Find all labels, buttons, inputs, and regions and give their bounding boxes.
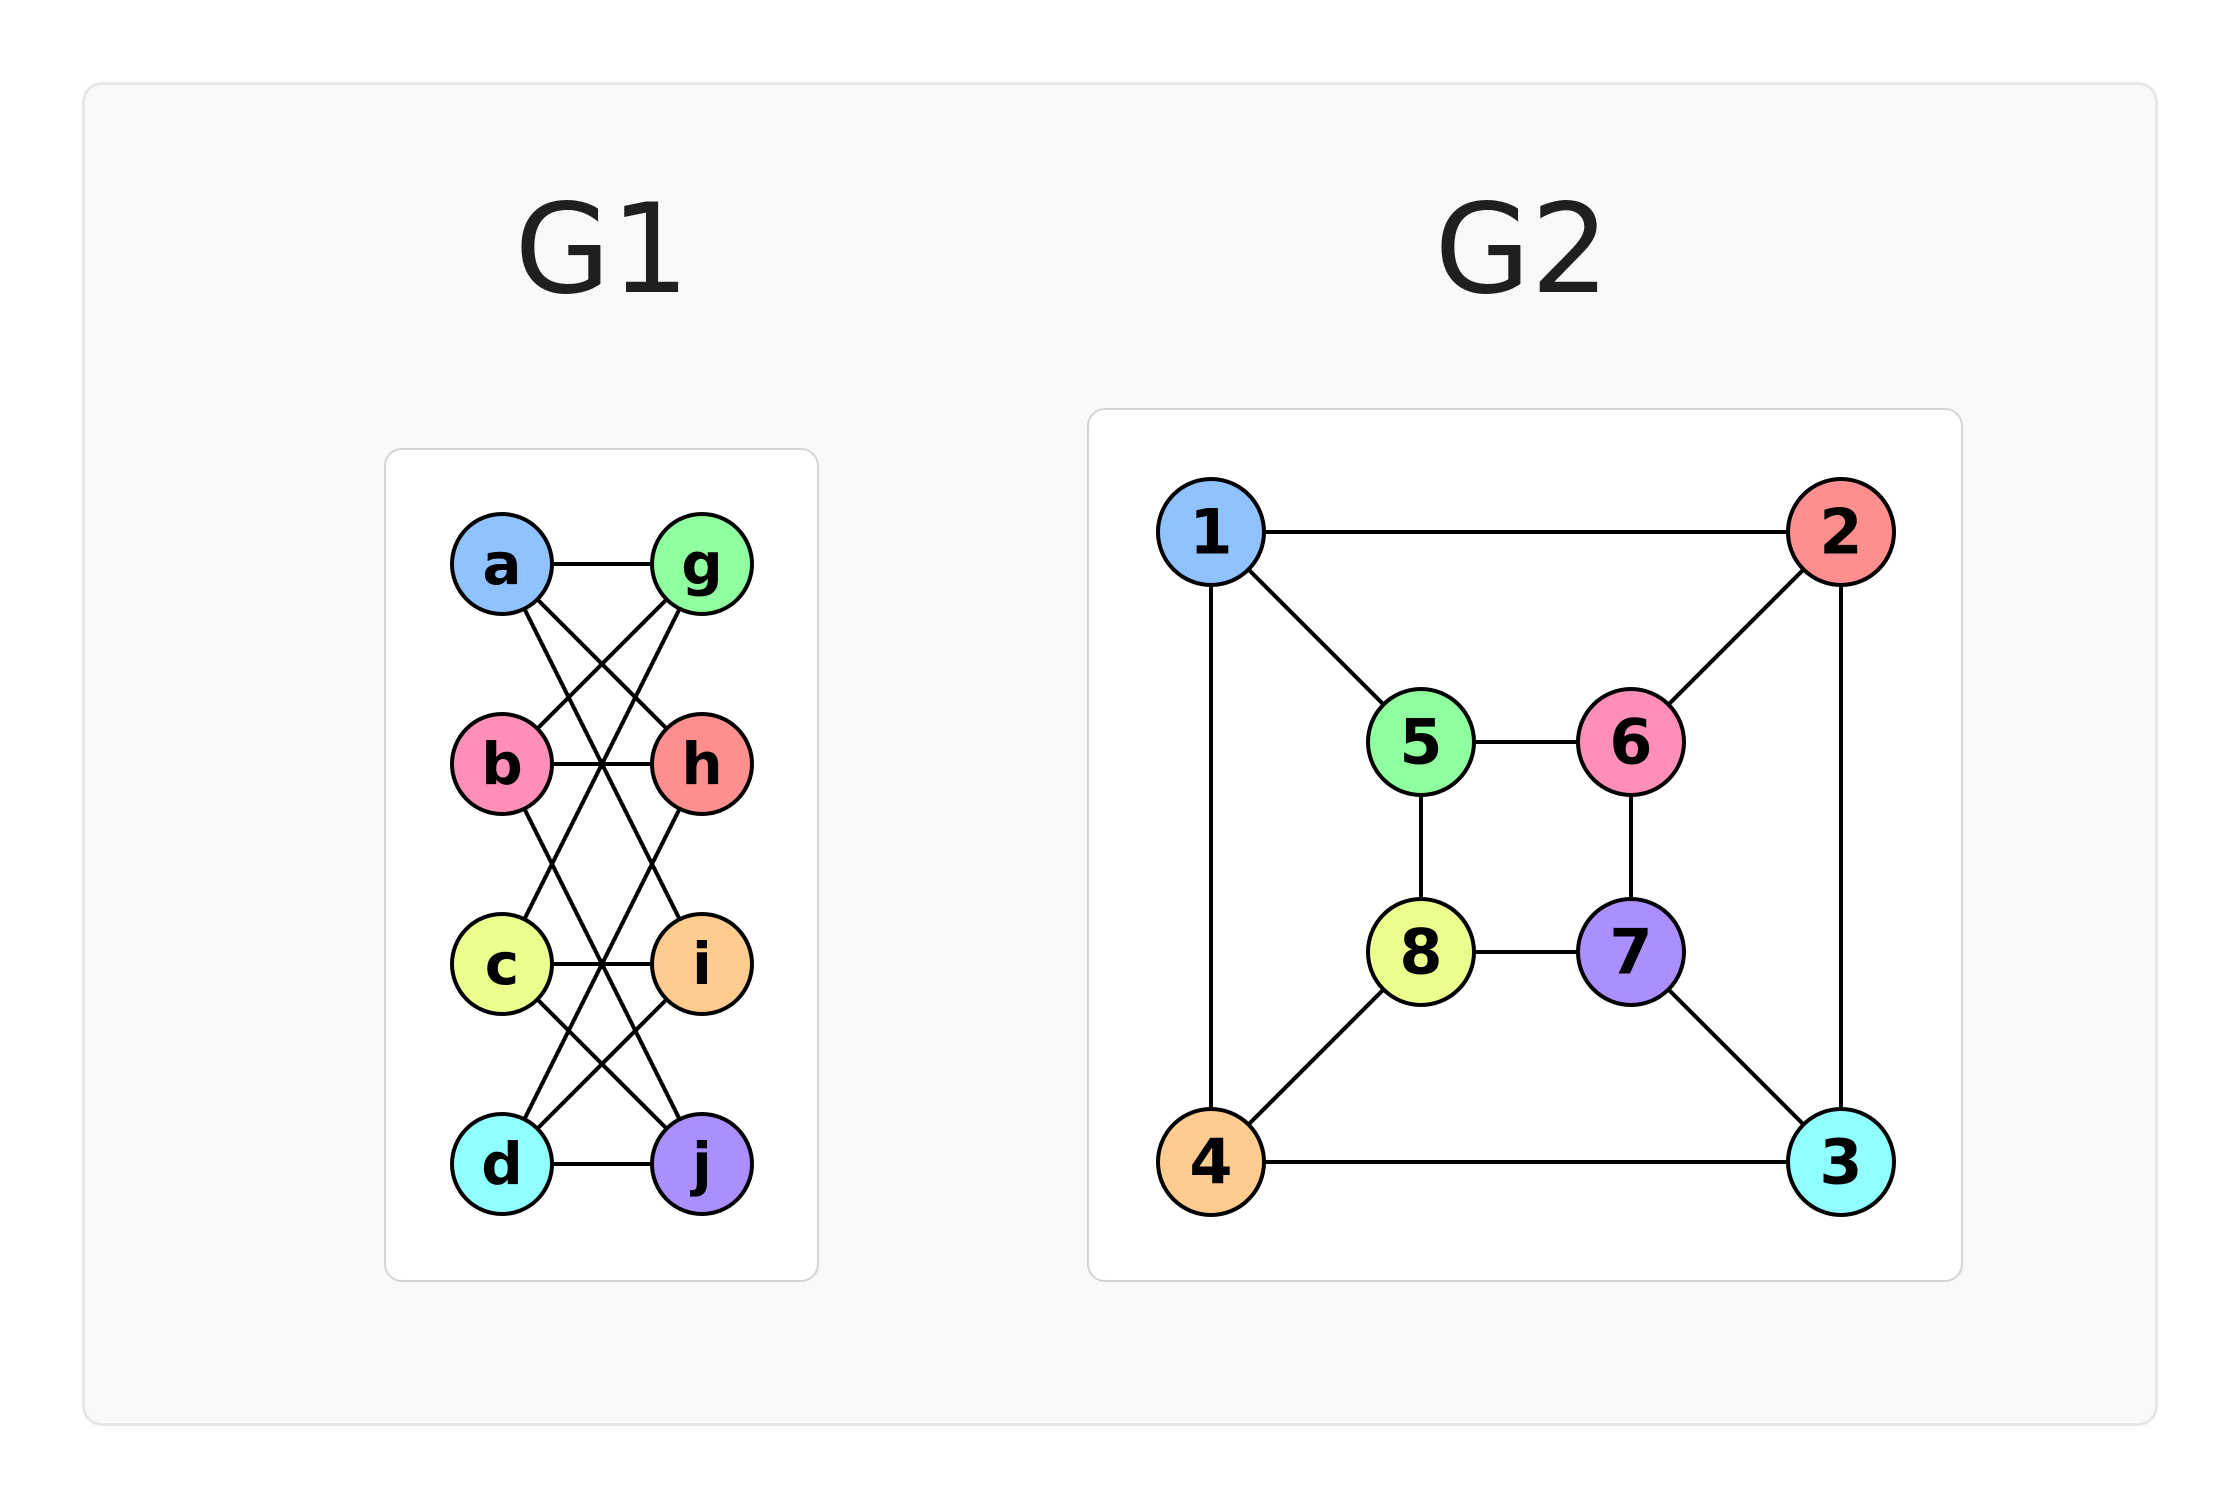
g2-node-5-circle xyxy=(1366,687,1476,797)
graph-g1-panel: a b c d g h i j xyxy=(384,448,819,1282)
g2-node-4-label: 4 xyxy=(1189,1126,1232,1199)
g2-node-3-label: 3 xyxy=(1819,1126,1862,1199)
g1-node-a: a xyxy=(450,512,554,616)
g2-node-3: 3 xyxy=(1786,1107,1896,1217)
g1-node-b: b xyxy=(450,712,554,816)
g1-node-j-circle xyxy=(650,1112,754,1216)
g2-node-1-circle xyxy=(1156,477,1266,587)
g2-node-4: 4 xyxy=(1156,1107,1266,1217)
graph-g2-title: G2 xyxy=(1434,178,1610,322)
g1-edge-d-h xyxy=(500,763,704,1165)
g2-node-1: 1 xyxy=(1156,477,1266,587)
g1-node-i-circle xyxy=(650,912,754,1016)
g2-node-8-circle xyxy=(1366,897,1476,1007)
g1-node-a-label: a xyxy=(482,530,521,598)
g1-node-g-circle xyxy=(650,512,754,616)
g1-node-d-circle xyxy=(450,1112,554,1216)
g2-node-6: 6 xyxy=(1576,687,1686,797)
g1-node-c-circle xyxy=(450,912,554,1016)
g1-node-h-label: h xyxy=(681,730,722,798)
g2-node-3-circle xyxy=(1786,1107,1896,1217)
graph-g2-canvas: 1 2 3 4 5 6 7 8 xyxy=(1156,477,1896,1217)
graph-g1-canvas: a b c d g h i j xyxy=(450,512,754,1216)
g1-node-a-circle xyxy=(450,512,554,616)
g2-node-7-label: 7 xyxy=(1609,916,1652,989)
g1-node-h: h xyxy=(650,712,754,816)
g1-node-g-label: g xyxy=(681,530,723,598)
g1-node-h-circle xyxy=(650,712,754,816)
g2-node-4-circle xyxy=(1156,1107,1266,1217)
g2-node-1-label: 1 xyxy=(1189,496,1232,569)
g1-node-i-label: i xyxy=(692,930,712,998)
g1-node-b-label: b xyxy=(481,730,523,798)
g2-node-7-circle xyxy=(1576,897,1686,1007)
g1-node-g: g xyxy=(650,512,754,616)
g2-node-2-label: 2 xyxy=(1819,496,1862,569)
g2-node-8: 8 xyxy=(1366,897,1476,1007)
graph-g1-title: G1 xyxy=(514,178,690,322)
g1-node-b-circle xyxy=(450,712,554,816)
g2-node-6-label: 6 xyxy=(1609,706,1652,779)
g1-node-c: c xyxy=(450,912,554,1016)
g2-node-5-label: 5 xyxy=(1399,706,1442,779)
g2-node-2-circle xyxy=(1786,477,1896,587)
g2-node-8-label: 8 xyxy=(1399,916,1442,989)
g1-node-c-label: c xyxy=(485,930,519,998)
g2-node-6-circle xyxy=(1576,687,1686,797)
g2-node-7: 7 xyxy=(1576,897,1686,1007)
graph-g2-panel: 1 2 3 4 5 6 7 8 xyxy=(1087,408,1963,1282)
g2-node-2: 2 xyxy=(1786,477,1896,587)
g1-edge-c-g xyxy=(500,563,704,965)
g1-node-j-label: j xyxy=(690,1130,712,1198)
g2-node-5: 5 xyxy=(1366,687,1476,797)
g1-node-j: j xyxy=(650,1112,754,1216)
g1-node-d: d xyxy=(450,1112,554,1216)
g1-node-d-label: d xyxy=(481,1130,523,1198)
g1-node-i: i xyxy=(650,912,754,1016)
